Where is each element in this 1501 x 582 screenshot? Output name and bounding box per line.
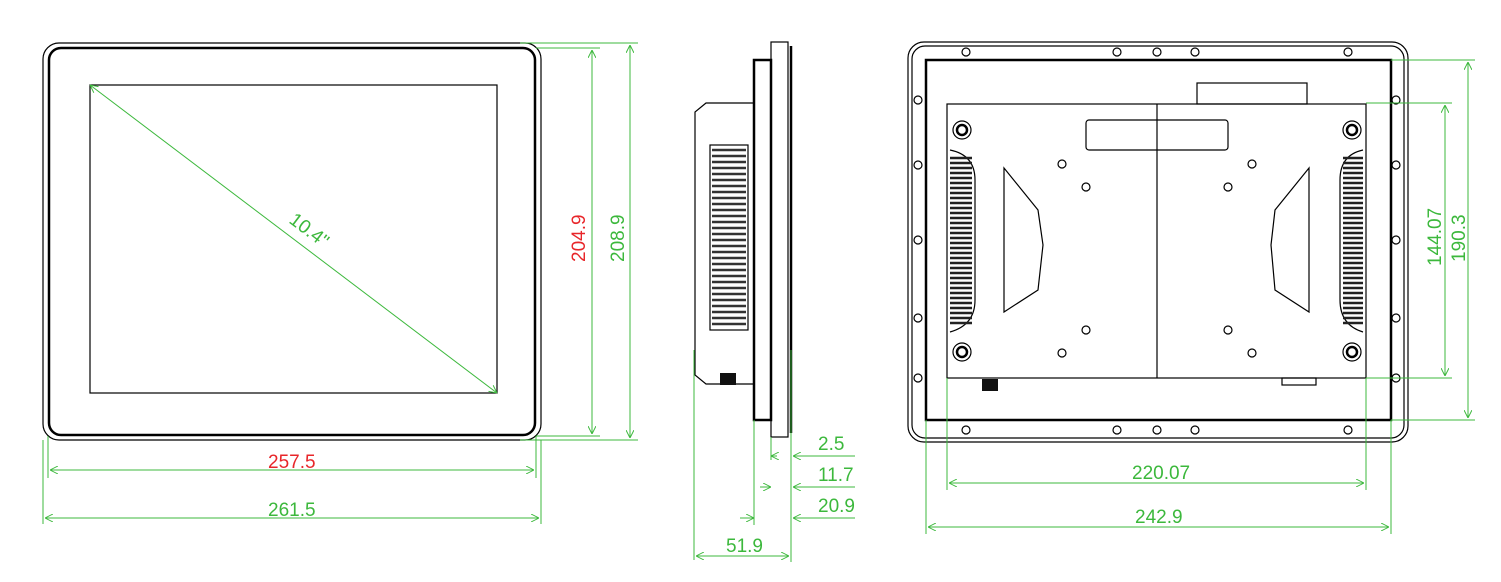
screw-icon [1152,47,1162,57]
body-width-label: 220.07 [1132,463,1190,484]
front-frame [770,41,789,438]
screw-icon [1391,160,1401,170]
side-view: 2.5 11.7 20.9 51.9 [693,41,855,562]
top-connector [1196,82,1308,105]
screw-icon [913,313,923,323]
screw-icon [1391,95,1401,105]
front-view: 10.4" 204.9 208.9 257.5 261.5 [42,42,638,524]
body-height-label: 144.07 [1425,208,1446,266]
power-connector [982,379,998,391]
diagonal-label: 10.4" [285,209,333,252]
screw-icon [913,160,923,170]
cutout-height-label: 190.3 [1449,214,1470,262]
screw-icon [1343,425,1353,435]
heatsink [709,144,749,331]
left-handle [1003,166,1044,314]
rear-cutout [924,58,1393,422]
panel-depth-label: 11.7 [818,465,854,486]
screw-icon [1391,235,1401,245]
cutout-width-label: 242.9 [1135,507,1183,528]
vesa-hole [1223,182,1233,192]
screw-icon [961,425,971,435]
vesa-hole [1081,325,1091,335]
connector [720,373,736,385]
vesa-hole [1247,348,1257,358]
rear-view: 144.07 190.3 220.07 242.9 [907,41,1475,534]
overall-depth-label: 51.9 [726,536,763,557]
overall-width-label: 261.5 [268,500,316,521]
diagonal-dimension [90,85,497,393]
panel-body [752,58,773,422]
bezel-depth-label: 2.5 [818,434,844,455]
rear-housing [694,102,754,385]
bottom-connector [1281,377,1317,386]
screw-icon [1112,425,1122,435]
standoff [952,120,972,140]
screw-icon [1152,425,1162,435]
left-vent [949,149,976,333]
rear-bezel-outer [907,41,1409,443]
active-width-label: 257.5 [268,452,316,473]
vesa-hole [1081,182,1091,192]
heatsink-fins [712,148,746,326]
right-vent [1339,149,1364,333]
vesa-hole [1247,159,1257,169]
screw-icon [1112,47,1122,57]
standoff [1342,120,1362,140]
mount-depth-label: 20.9 [818,496,855,517]
vesa-hole [1223,325,1233,335]
active-height-label: 204.9 [569,214,590,262]
screw-icon [913,95,923,105]
front-bezel-outer [42,42,542,441]
screw-icon [1190,425,1200,435]
screw-icon [1190,47,1200,57]
screw-icon [1391,313,1401,323]
screw-icon [913,235,923,245]
standoff [1342,342,1362,362]
screw-icon [913,373,923,383]
vesa-hole [1057,159,1067,169]
vesa-hole [1057,348,1067,358]
screw-icon [961,47,971,57]
label-plate [1085,119,1229,151]
right-handle [1270,166,1310,314]
overall-height-label: 208.9 [608,214,629,262]
screw-icon [1343,47,1353,57]
front-bezel-inner [47,46,537,437]
standoff [952,342,972,362]
